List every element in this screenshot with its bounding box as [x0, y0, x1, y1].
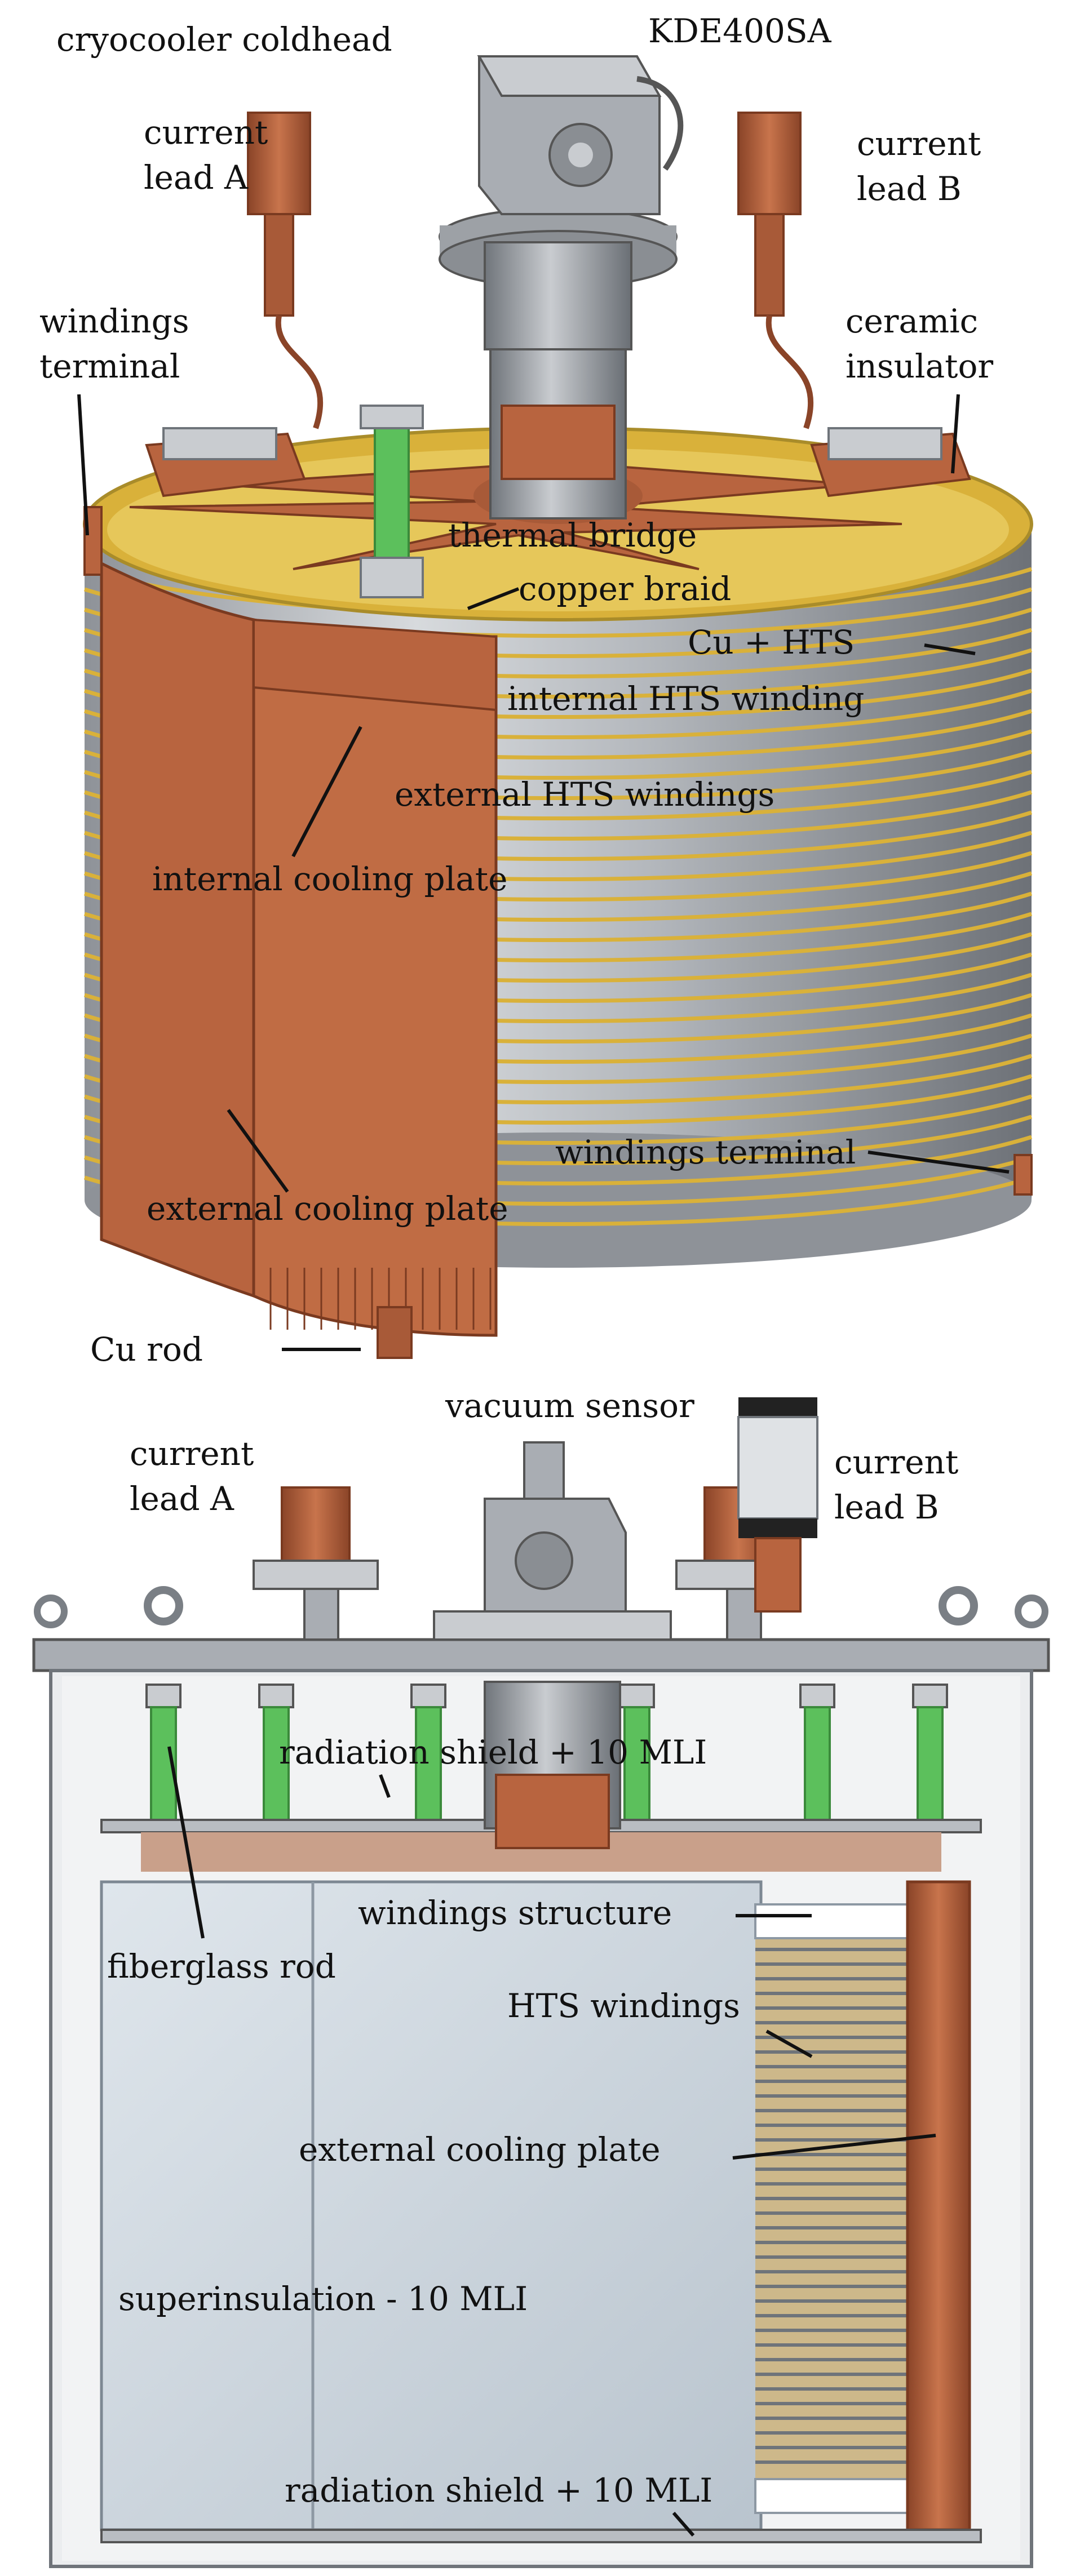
cu-rod	[377, 1306, 413, 1359]
label-shield-bottom: radiation shield + 10 MLI	[285, 2471, 712, 2510]
label-windings-structure: windings structure	[358, 1894, 672, 1932]
rod-clamp	[912, 1684, 948, 1708]
fiberglass-rods	[145, 1684, 948, 1821]
fiberglass-rod	[804, 1706, 831, 1821]
label-windings-terminal-right: windings terminal	[555, 1133, 856, 1171]
pointer-external-plate	[227, 1109, 289, 1193]
terminal-box-left	[145, 427, 306, 498]
vacuum-sensor	[737, 1397, 818, 1613]
current-lead-a-bottom	[253, 1486, 379, 1641]
fiberglass-rod	[263, 1706, 290, 1821]
pointer-fiberglass	[167, 1746, 205, 1939]
label-hts-windings: HTS windings	[507, 1987, 740, 2025]
current-lead-a-top	[247, 112, 324, 429]
label-lead-b-line1: current	[857, 125, 981, 163]
label-cu-rod: Cu rod	[90, 1330, 203, 1369]
pointer-terminal	[77, 394, 89, 536]
label-ceramic-line1: ceramic	[846, 302, 978, 340]
pointer-hts-windings	[765, 2029, 813, 2058]
rod-clamp	[799, 1684, 835, 1708]
label-internal-winding: internal HTS winding	[507, 679, 864, 718]
label-external-plate-bottom: external cooling plate	[299, 2130, 661, 2169]
rod-clamp	[619, 1684, 655, 1708]
label-ceramic-line2: insulator	[846, 347, 993, 385]
label-thermal-bridge: thermal bridge	[448, 516, 697, 554]
label-lead-a-line2: lead A	[144, 158, 249, 197]
fiberglass-rod	[917, 1706, 944, 1821]
rod-clamp	[258, 1684, 294, 1708]
hts-winding-layers	[755, 1948, 908, 2464]
label-lead-b-bottom-line2: lead B	[834, 1488, 939, 1526]
external-cooling-plate-bottom	[906, 1880, 971, 2531]
label-internal-plate: internal cooling plate	[152, 860, 507, 898]
label-cu-hts: Cu + HTS	[688, 623, 855, 661]
label-shield-top: radiation shield + 10 MLI	[279, 1733, 707, 1771]
label-superinsulation: superinsulation - 10 MLI	[118, 2280, 528, 2318]
rod-clamp	[145, 1684, 182, 1708]
label-model: KDE400SA	[648, 12, 832, 50]
windings-terminal-right	[1013, 1154, 1033, 1196]
pointer-shield-bottom	[672, 2512, 695, 2537]
fiberglass-rod	[623, 1706, 650, 1821]
label-terminal-line2: terminal	[39, 347, 180, 385]
label-fiberglass: fiberglass rod	[107, 1947, 336, 1986]
label-lead-b-line2: lead B	[857, 170, 962, 208]
label-cryocooler: cryocooler coldhead	[56, 20, 392, 59]
pointer-shield-top	[379, 1774, 391, 1798]
hts-windings-section	[754, 1903, 909, 2514]
pointer-windings-terminal-right	[867, 1151, 1010, 1174]
current-lead-b-top	[737, 112, 814, 429]
label-lead-a-line1: current	[144, 113, 268, 152]
pointer-ceramic	[951, 394, 960, 474]
label-copper-braid: copper braid	[519, 570, 731, 608]
top-view: cryocooler coldhead KDE400SA current lea…	[39, 12, 1033, 1369]
pointer-copper-braid	[467, 587, 520, 610]
eye-bolts	[34, 1586, 1048, 1628]
rod-clamp	[410, 1684, 446, 1708]
label-terminal-line1: windings	[39, 302, 189, 340]
vessel-lid	[32, 1638, 1050, 1672]
cryocooler-coldhead	[439, 55, 684, 519]
label-lead-a-bottom-line1: current	[130, 1434, 254, 1473]
pointer-cu-hts	[924, 643, 976, 655]
label-lead-a-bottom-line2: lead A	[130, 1480, 234, 1518]
label-vacuum-sensor: vacuum sensor	[445, 1387, 694, 1425]
radiation-shield-bottom	[100, 2529, 982, 2543]
terminal-box-right	[810, 427, 971, 498]
label-external-plate: external cooling plate	[147, 1189, 508, 1228]
external-cooling-plate-top	[100, 561, 498, 1359]
pointer-internal-plate	[291, 726, 362, 858]
bottom-view: vacuum sensor current lead A current lea…	[32, 1387, 1050, 2568]
superinsulation-block	[100, 1880, 763, 2531]
label-lead-b-bottom-line1: current	[834, 1443, 958, 1481]
label-external-windings: external HTS windings	[395, 775, 774, 814]
pointer-external-plate-bottom	[732, 2134, 936, 2160]
cryocooler-bottom	[433, 1441, 672, 1849]
fiberglass-rod-top	[360, 405, 424, 598]
internal-cooling-plate	[253, 618, 497, 712]
